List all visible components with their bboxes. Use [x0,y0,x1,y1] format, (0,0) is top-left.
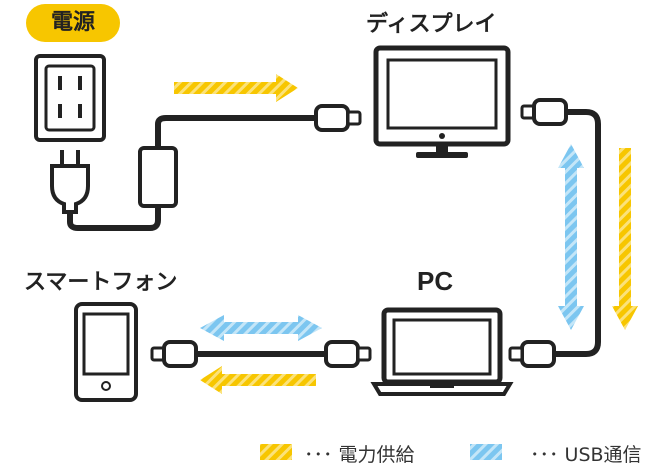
usb-connector-icon [314,104,362,132]
legend-usb-swatch [470,444,502,460]
usb-arrow-vertical [558,144,584,330]
ac-adapter-icon [138,146,178,208]
usb-connector-icon [324,340,372,368]
usb-connector-icon [520,98,568,126]
power-cable [67,115,316,231]
power-arrow-left [200,366,316,394]
usb-arrow-horizontal [200,315,322,341]
monitor-icon [373,45,511,158]
smartphone-icon [74,302,138,402]
laptop-icon [370,307,514,396]
legend-power-label: ･･･ 電力供給 [304,444,415,466]
display-label: ディスプレイ [366,12,497,37]
wall-outlet-icon [34,54,106,142]
usb-connector-icon [150,340,198,368]
display-pc-cable [552,109,601,357]
legend-power-swatch [260,444,292,460]
smartphone-label: スマートフォン [24,270,178,295]
power-arrow-right [174,74,298,102]
power-arrow-down [612,148,638,330]
power-plug-icon [50,150,90,214]
legend-usb-label: ･･･ USB通信 [530,444,642,466]
usb-connector-icon [508,340,556,368]
power-source-label: 電源 [26,4,120,42]
pc-label: PC [417,266,454,296]
